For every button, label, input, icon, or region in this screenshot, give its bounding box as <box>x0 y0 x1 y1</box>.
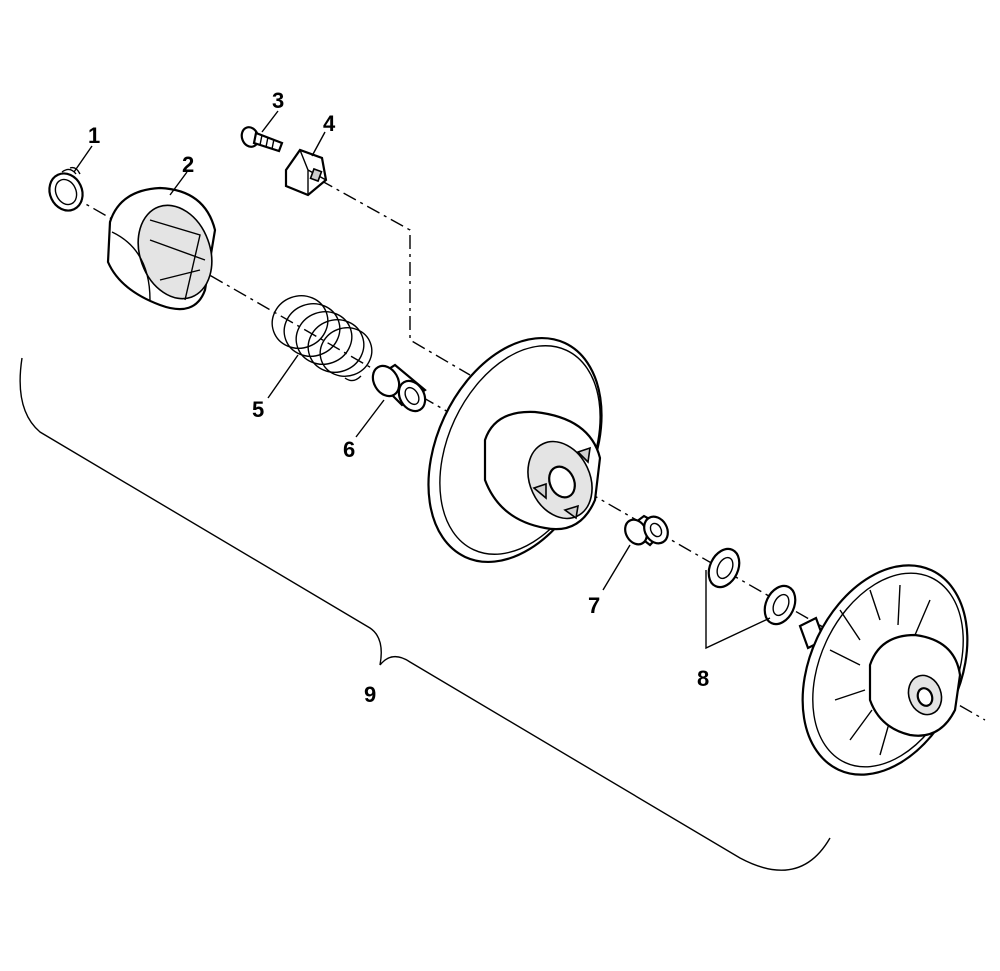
callouts: 1 2 3 4 5 6 7 8 9 <box>88 88 709 707</box>
part-fixed-sheave <box>427 336 603 564</box>
main-axis-line <box>69 194 986 721</box>
shoe-axis-line <box>319 179 471 376</box>
callout-5: 5 <box>252 397 264 422</box>
part-slider-shoe <box>284 148 328 197</box>
callout-7: 7 <box>588 593 600 618</box>
part-bushing-6 <box>371 363 427 413</box>
part-cam <box>106 186 217 311</box>
callout-6: 6 <box>343 437 355 462</box>
leader-lines <box>73 110 771 650</box>
part-movable-sheave <box>798 564 969 776</box>
callout-9: 9 <box>364 682 376 707</box>
part-bushing-7 <box>624 514 669 547</box>
callout-8: 8 <box>697 666 709 691</box>
assembly-brace <box>19 357 831 871</box>
callout-4: 4 <box>323 111 336 136</box>
part-washers <box>707 547 797 626</box>
part-retaining-ring <box>48 166 84 212</box>
callout-2: 2 <box>182 152 194 177</box>
part-screw <box>240 126 284 153</box>
part-spring <box>271 295 373 382</box>
callout-1: 1 <box>88 123 100 148</box>
callout-3: 3 <box>272 88 284 113</box>
